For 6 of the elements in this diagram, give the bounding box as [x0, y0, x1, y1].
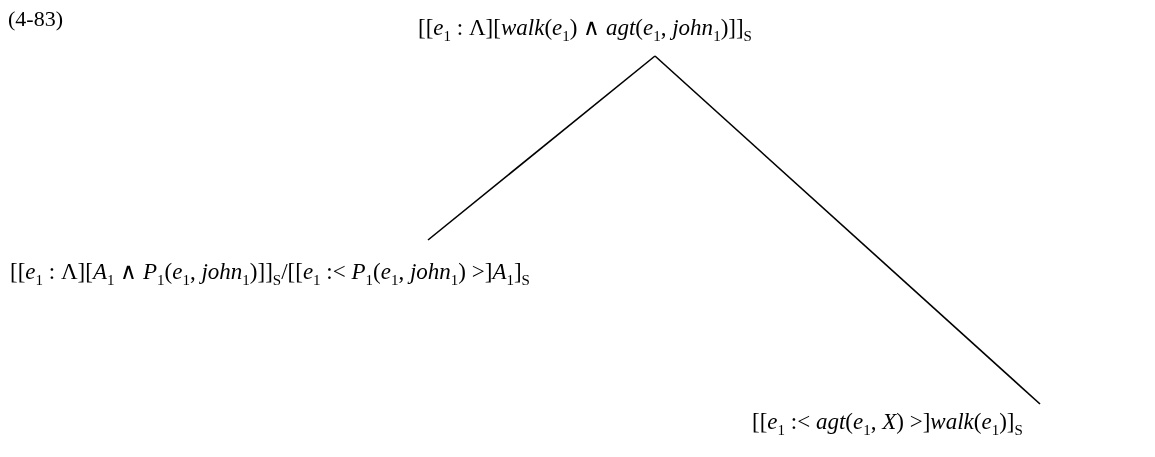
formula-text: [[e$_{1}$ :< agt(e$_{1}$, X) >]walk(e$_{1}$)]$_{S}$ — [752, 409, 1023, 434]
formula-text: [[e$_{1}$ : Λ][A$_{1}$ ∧ P$_{1}$(e$_{1}$, john$_{1}$)]]$_{S}$/[[e$_{1}$ :< P$_{1}$(e$_{1}$, john$_{1}$) >]A$_{1}$]$_{S}$ — [10, 259, 530, 284]
formula-text: [[e$_{1}$ : Λ][walk(e$_{1}$) ∧ agt(e$_{1}$, john$_{1}$)]]$_{S}$ — [418, 15, 752, 40]
tree-branch-line — [654, 55, 1041, 405]
tree-branch-line — [427, 55, 656, 241]
example-number: (4-83) — [8, 6, 63, 32]
